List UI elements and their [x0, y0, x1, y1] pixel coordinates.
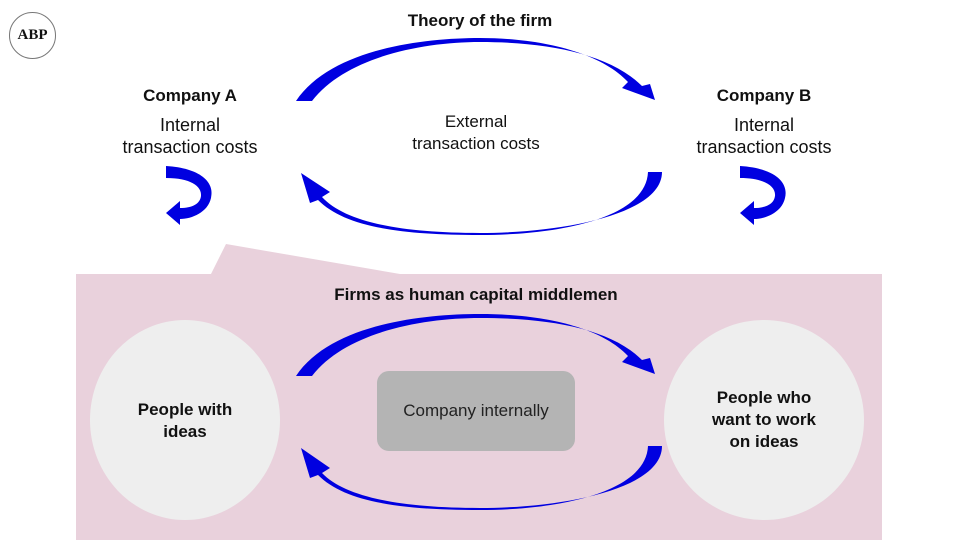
company-a-text: Company A Internal transaction costs	[90, 86, 290, 158]
external-costs-label: External transaction costs	[376, 111, 576, 155]
people-who-work-line3: on ideas	[729, 432, 799, 451]
middlemen-title: Firms as human capital middlemen	[334, 285, 618, 304]
arrow-a-to-b	[296, 38, 655, 101]
abp-logo: ABP	[9, 12, 56, 59]
people-who-work-node	[664, 320, 864, 520]
company-internally-box: Company internally	[377, 371, 575, 451]
theory-of-firm-title: Theory of the firm	[407, 11, 553, 30]
loop-arrow-company-a	[166, 166, 212, 225]
people-with-ideas-line2: ideas	[163, 422, 207, 441]
loop-arrow-company-b	[740, 166, 786, 225]
company-a-name: Company A	[143, 86, 237, 105]
external-costs-line1: External	[444, 112, 508, 131]
people-with-ideas-text: People with ideas	[90, 399, 280, 443]
people-who-work-line1: People who	[716, 388, 812, 407]
company-b-text: Company B Internal transaction costs	[664, 86, 864, 158]
arrow-ideas-to-workers	[296, 314, 655, 376]
external-costs-line2: transaction costs	[412, 134, 540, 153]
company-a-line2: transaction costs	[122, 137, 258, 157]
people-with-ideas-line1: People with	[137, 400, 233, 419]
people-who-work-text: People who want to work on ideas	[664, 387, 864, 453]
company-internally-label: Company internally	[403, 401, 549, 420]
company-b-line1: Internal	[733, 115, 795, 135]
people-who-work-line2: want to work	[712, 410, 816, 429]
logo-text: ABP	[17, 27, 48, 43]
people-with-ideas-node	[90, 320, 280, 520]
company-b-line2: transaction costs	[696, 137, 832, 157]
company-a-line1: Internal	[159, 115, 221, 135]
company-b-name: Company B	[716, 86, 812, 105]
arrow-b-to-a	[301, 172, 662, 235]
